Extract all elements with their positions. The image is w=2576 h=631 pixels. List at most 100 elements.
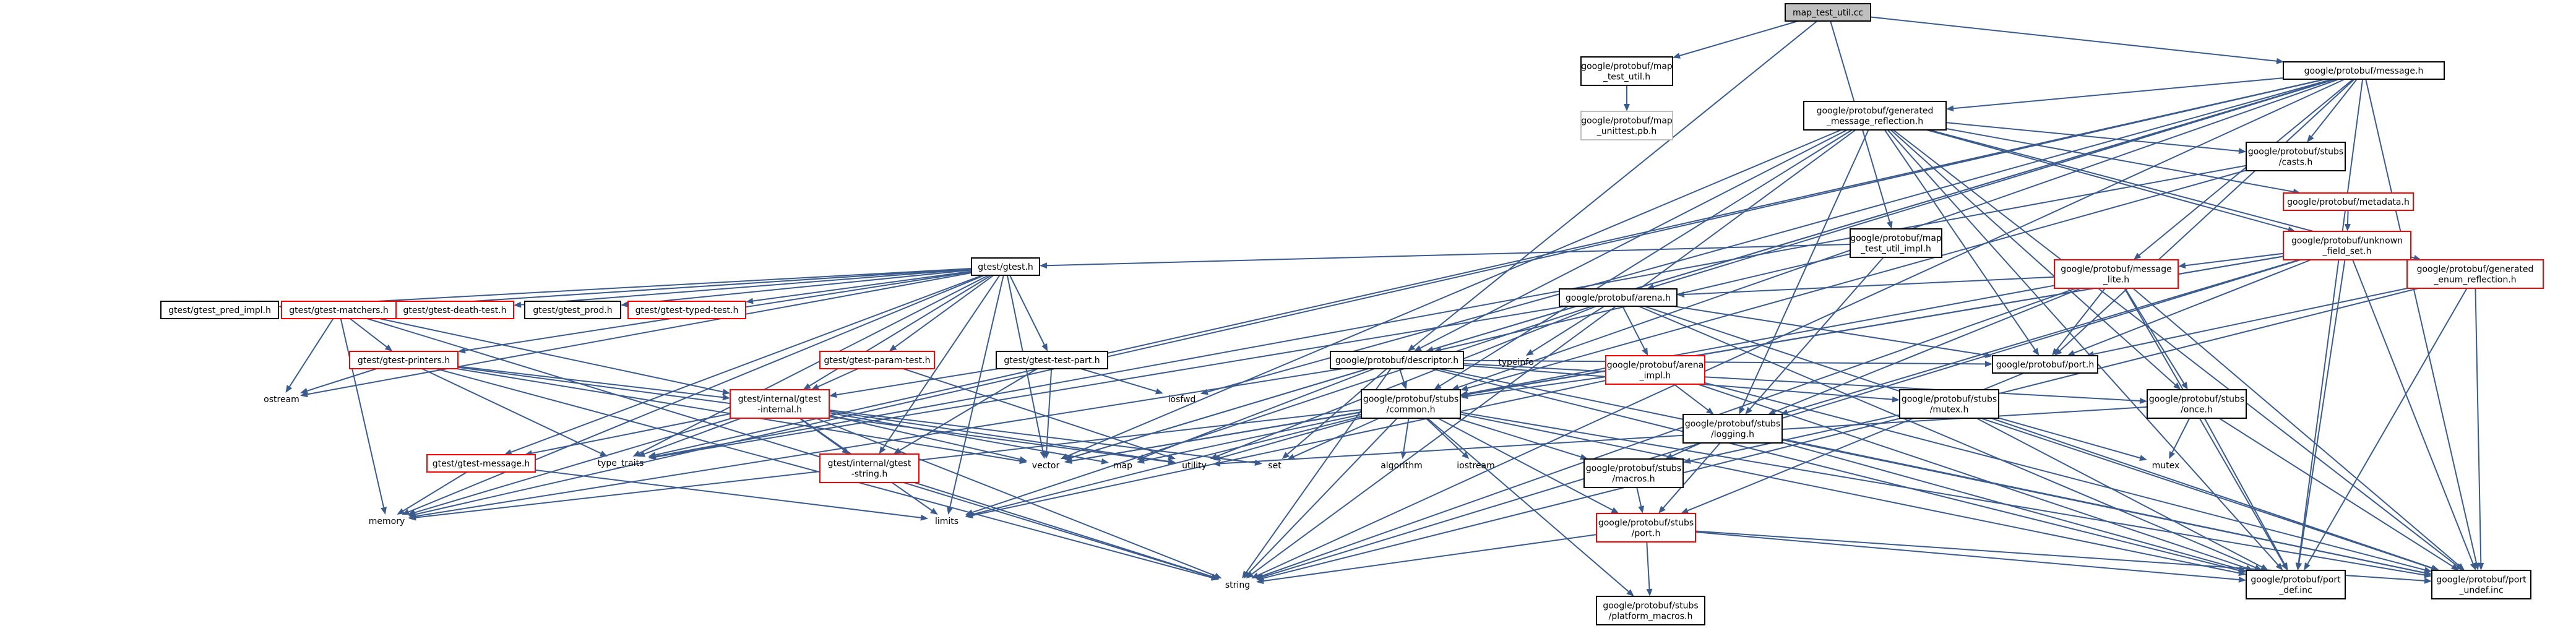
node-map-test-util-h[interactable]: google/protobuf/map_test_util.h [1580, 56, 1673, 86]
node-label: utility [1182, 461, 1207, 471]
node-map-unittest-pb[interactable]: google/protobuf/map_unittest.pb.h [1580, 111, 1673, 140]
edge-stubs_common-to-algorithm [1403, 418, 1410, 452]
edge-gtest_h-to-limits [949, 275, 1004, 508]
node-port-def[interactable]: google/protobuf/port_def.inc [2246, 570, 2346, 599]
edge-stubs_mutex-to-mutex [1998, 417, 2140, 459]
node-gtest-h[interactable]: gtest/gtest.h [971, 257, 1040, 276]
node-label: mutex [2152, 461, 2180, 471]
node-stubs-mutex[interactable]: google/protobuf/stubs/mutex.h [1899, 389, 1999, 419]
node-gtest-param-test[interactable]: gtest/gtest-param-test.h [819, 351, 935, 369]
edge-gtest_printers-to-type_traits [421, 368, 601, 454]
edge-arrowhead [1460, 393, 1468, 400]
node-gtest-pred-impl[interactable]: gtest/gtest_pred_impl.h [160, 301, 279, 319]
node-stubs-common[interactable]: google/protobuf/stubs/common.h [1361, 389, 1461, 419]
node-message-lite[interactable]: google/protobuf/message_lite.h [2054, 259, 2179, 289]
edge-arrowhead [889, 344, 897, 351]
node-box [2283, 231, 2411, 260]
node-stubs-macros[interactable]: google/protobuf/stubs/macros.h [1583, 458, 1684, 488]
node-box [349, 351, 459, 369]
node-arena-h[interactable]: google/protobuf/arena.h [1559, 288, 1678, 307]
edge-arrowhead [2133, 252, 2142, 260]
edge-gtest_internal-to-gtest_message [532, 413, 731, 454]
node-mutex: mutex [2152, 461, 2180, 471]
node-label: google/protobuf/descriptor.h [1335, 356, 1458, 366]
node-gtest-matchers[interactable]: gtest/gtest-matchers.h [281, 301, 397, 319]
edge-arrowhead [2276, 58, 2285, 64]
edge-arrowhead [1946, 105, 1954, 112]
edge-arena_h-to-port_def [1638, 306, 2256, 569]
node-port-undef[interactable]: google/protobuf/port_undef.inc [2431, 570, 2531, 599]
edge-arrowhead [408, 514, 416, 521]
node-type-traits: type_traits [598, 458, 644, 468]
node-arena-impl[interactable]: google/protobuf/arena_impl.h [1605, 355, 1705, 385]
node-descriptor-h[interactable]: google/protobuf/descriptor.h [1330, 351, 1464, 369]
node-label: /casts.h [2279, 158, 2312, 168]
node-gen-enum-refl[interactable]: google/protobuf/generated_enum_reflectio… [2406, 259, 2544, 289]
node-platform-macros[interactable]: google/protobuf/stubs/platform_macros.h [1596, 596, 1705, 625]
node-gtest-string[interactable]: gtest/internal/gtest-string.h [819, 453, 920, 483]
node-gtest-test-part[interactable]: gtest/gtest-test-part.h [996, 351, 1108, 369]
node-metadata[interactable]: google/protobuf/metadata.h [2283, 192, 2414, 211]
edge-unknown_field_set-to-port_undef [2352, 259, 2474, 564]
edge-arrowhead [1677, 291, 1685, 298]
edge-arena_h-to-arena_impl [1622, 306, 1645, 350]
node-stubs-casts[interactable]: google/protobuf/stubs/casts.h [2246, 142, 2346, 171]
node-label: _unittest.pb.h [1596, 127, 1657, 137]
edge-gen_msg_refl-to-port_h [1884, 129, 2036, 350]
node-label: gtest/gtest-param-test.h [824, 356, 930, 366]
node-label: _enum_reflection.h [2433, 275, 2516, 285]
node-label: google/protobuf/metadata.h [2287, 197, 2410, 207]
edge-gtest_printers-to-ostream [307, 368, 377, 392]
edge-stubs_once-to-port_def [2203, 418, 2285, 564]
edge-arrowhead [1984, 351, 1992, 358]
edge-arrowhead [1213, 460, 1221, 467]
node-gtest-prod[interactable]: gtest/gtest_prod.h [524, 301, 621, 319]
edge-gen_enum_refl-to-port_undef [2475, 288, 2482, 564]
edge-stubs_common-to-limits [972, 416, 1362, 515]
node-label: google/protobuf/map [1850, 234, 1942, 244]
node-box [1580, 56, 1673, 86]
node-box [160, 301, 279, 319]
edge-arrowhead [1287, 453, 1295, 460]
node-map-test-util-impl[interactable]: google/protobuf/map_test_util_impl.h [1850, 228, 1942, 258]
node-box [1850, 228, 1942, 258]
node-label: _impl.h [1639, 371, 1671, 381]
node-label: /common.h [1386, 405, 1435, 415]
edge-arrowhead [1580, 453, 1588, 460]
edge-arrowhead [2424, 577, 2432, 584]
node-message-h[interactable]: google/protobuf/message.h [2283, 61, 2445, 80]
node-gen-msg-refl[interactable]: google/protobuf/generated_message_reflec… [1803, 101, 1947, 131]
node-gtest-death-test[interactable]: gtest/gtest-death-test.h [395, 301, 514, 319]
node-stubs-logging[interactable]: google/protobuf/stubs/logging.h [1682, 414, 1783, 444]
node-ostream: ostream [264, 395, 299, 405]
node-label: google/protobuf/port [2251, 575, 2341, 585]
edge-arrowhead [1646, 283, 1655, 290]
node-label: google/protobuf/unknown [2291, 236, 2403, 246]
node-port-h[interactable]: google/protobuf/port.h [1992, 355, 2098, 374]
node-label: type_traits [598, 458, 644, 468]
node-gtest-internal[interactable]: gtest/internal/gtest-internal.h [730, 389, 830, 419]
edge-message_lite-to-stubs_common [1467, 285, 2055, 395]
node-label: -string.h [851, 470, 888, 479]
node-stubs-port[interactable]: google/protobuf/stubs/port.h [1596, 513, 1696, 543]
edge-gen_msg_refl-to-stubs_logging [1741, 129, 1869, 408]
node-root[interactable]: map_test_util.cc [1785, 3, 1871, 22]
edge-arrowhead [2344, 223, 2351, 231]
node-gtest-printers[interactable]: gtest/gtest-printers.h [349, 351, 459, 369]
edge-arena_impl-to-stubs_common [1467, 376, 1606, 397]
node-label: google/protobuf/stubs [1685, 419, 1780, 429]
edge-gtest_param_test-to-utility [903, 368, 1169, 458]
node-stubs-once[interactable]: google/protobuf/stubs/once.h [2147, 389, 2247, 419]
node-utility: utility [1182, 461, 1207, 471]
edge-arrowhead [2307, 134, 2314, 142]
node-unknown-field-set[interactable]: google/protobuf/unknown_field_set.h [2283, 231, 2411, 260]
edge-message_h-to-port_def [2298, 79, 2364, 564]
edge-stubs_common-to-map [1144, 414, 1362, 461]
node-gtest-typed-test[interactable]: gtest/gtest-typed-test.h [627, 301, 746, 319]
node-label: _field_set.h [2322, 247, 2372, 257]
edge-gen_msg_refl-to-port_undef [1893, 129, 2458, 567]
edge-arrowhead [722, 394, 730, 401]
node-gtest-message[interactable]: gtest/gtest-message.h [426, 454, 536, 473]
edge-message_lite-to-string [1262, 288, 2077, 577]
edge-stubs_common-to-utility [1220, 417, 1362, 459]
